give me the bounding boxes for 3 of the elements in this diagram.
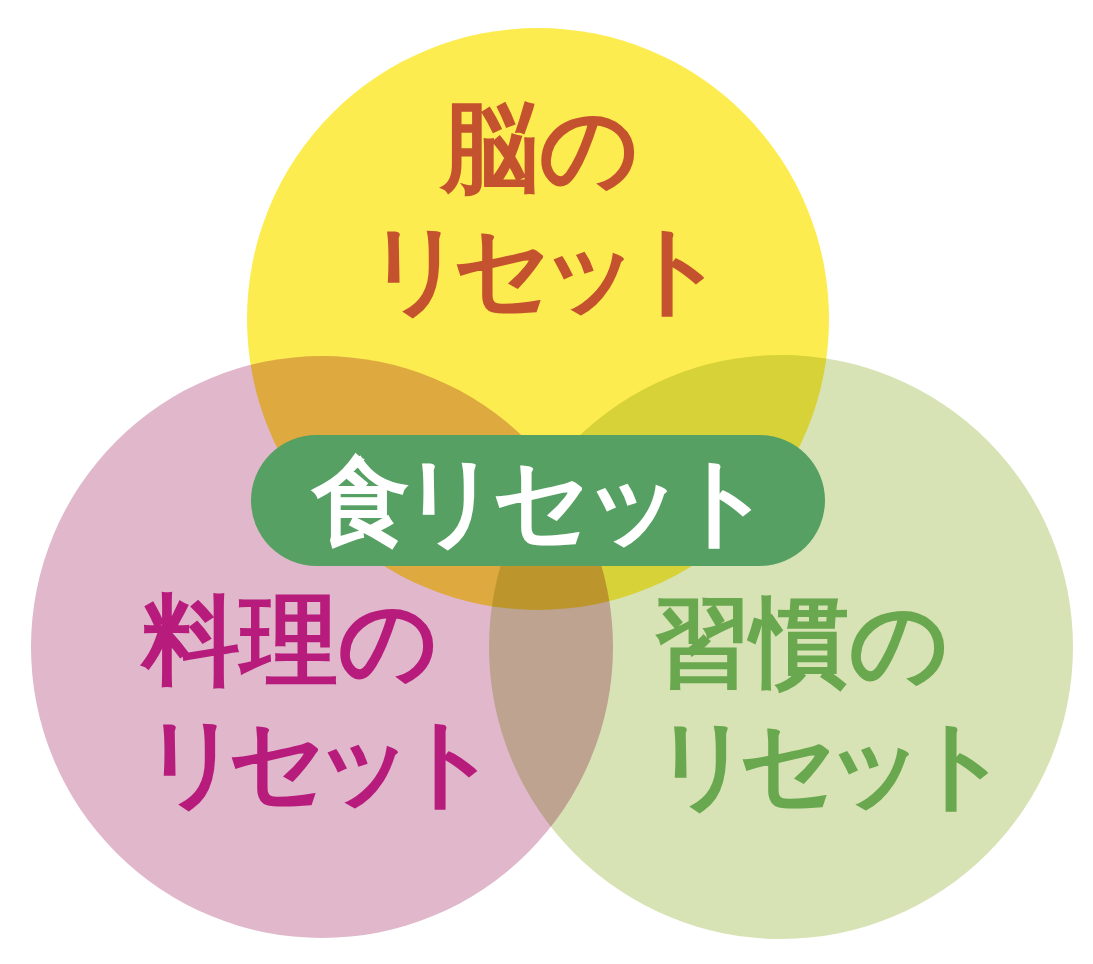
circle-label: 習慣のリセット — [653, 584, 997, 823]
circle-label: 料理のリセット — [142, 582, 486, 821]
circle-label: 脳のリセット — [366, 89, 714, 328]
